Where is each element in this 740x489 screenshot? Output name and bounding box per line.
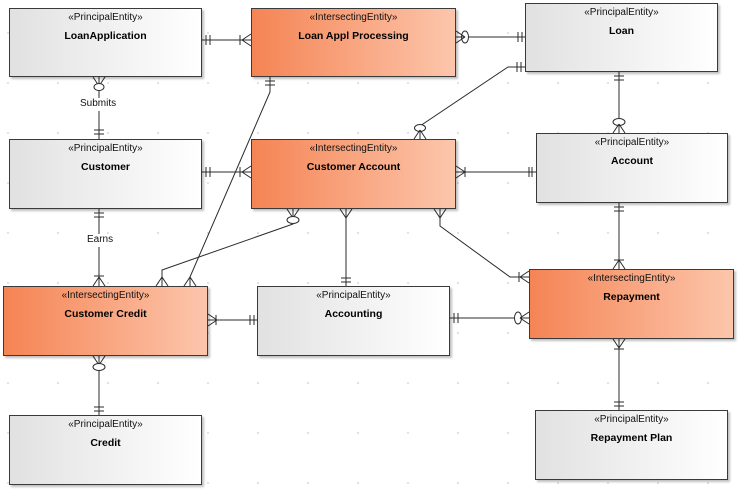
crows-foot (618, 123, 626, 134)
crows-foot (241, 165, 252, 173)
relationship-line (419, 66, 525, 139)
entity-name: Account (611, 155, 653, 167)
entity-customer[interactable]: «PrincipalEntity» Customer (9, 139, 202, 209)
entity-name: Repayment (603, 291, 660, 303)
entity-account[interactable]: «PrincipalEntity» Account (536, 133, 728, 203)
crows-foot (419, 129, 427, 140)
entity-name: LoanApplication (64, 30, 147, 42)
entity-customer-account[interactable]: «IntersectingEntity» Customer Account (251, 139, 456, 209)
entity-name: Credit (90, 437, 121, 449)
relationship-line (439, 209, 529, 278)
crows-foot (519, 311, 530, 319)
entity-name: Customer Credit (64, 308, 147, 320)
crows-foot (155, 276, 163, 287)
entity-repayment[interactable]: «IntersectingEntity» Repayment (529, 269, 734, 339)
crows-foot (339, 208, 347, 219)
crows-foot (618, 338, 626, 349)
entity-name: Loan (608, 25, 635, 37)
crows-foot (455, 171, 466, 179)
optional-circle (93, 83, 105, 91)
entity-stereotype: «IntersectingEntity» (309, 12, 398, 23)
crows-foot (519, 317, 530, 325)
crows-foot (345, 208, 353, 219)
crows-foot (241, 39, 252, 47)
crows-foot (161, 276, 169, 287)
crows-foot (439, 208, 447, 219)
entity-stereotype: «PrincipalEntity» (594, 137, 670, 148)
edge-label-submits: Submits (79, 98, 118, 110)
crows-foot (433, 208, 441, 219)
crows-foot (455, 36, 466, 44)
entity-accounting[interactable]: «PrincipalEntity» Accounting (257, 286, 450, 356)
entity-name: Customer (80, 161, 130, 173)
crows-foot (413, 129, 421, 140)
crows-foot (241, 171, 252, 179)
entity-repayment-plan[interactable]: «PrincipalEntity» Repayment Plan (535, 410, 728, 480)
entity-name: Customer Account (306, 161, 401, 173)
crows-foot (455, 30, 466, 38)
optional-circle (286, 216, 300, 224)
entity-credit[interactable]: «PrincipalEntity» Credit (9, 415, 202, 485)
entity-loan-application[interactable]: «PrincipalEntity» LoanApplication (9, 8, 202, 77)
crows-foot (612, 259, 620, 270)
optional-circle (92, 363, 106, 371)
entity-name: Accounting (324, 308, 383, 320)
entity-customer-credit[interactable]: «IntersectingEntity» Customer Credit (3, 286, 208, 356)
crows-foot (241, 33, 252, 41)
entity-loan-appl-processing[interactable]: «IntersectingEntity» Loan Appl Processin… (251, 8, 456, 77)
entity-stereotype: «PrincipalEntity» (68, 12, 143, 23)
crows-foot (618, 259, 626, 270)
crows-foot (189, 276, 197, 287)
crows-foot (92, 276, 100, 287)
entity-stereotype: «PrincipalEntity» (316, 290, 391, 301)
crows-foot (519, 276, 530, 284)
crows-foot (612, 338, 620, 349)
entity-loan[interactable]: «PrincipalEntity» Loan (525, 3, 718, 72)
entity-name: Loan Appl Processing (298, 30, 409, 42)
crows-foot (519, 270, 530, 278)
entity-stereotype: «IntersectingEntity» (61, 290, 150, 301)
relationship-line (161, 209, 294, 286)
crows-foot (455, 165, 466, 173)
entity-stereotype: «PrincipalEntity» (68, 143, 143, 154)
entity-stereotype: «PrincipalEntity» (584, 7, 659, 18)
edge-label-earns: Earns (86, 234, 115, 246)
entity-stereotype: «IntersectingEntity» (309, 143, 398, 154)
entity-stereotype: «IntersectingEntity» (587, 273, 676, 284)
crows-foot (98, 276, 106, 287)
crows-foot (612, 123, 620, 134)
crows-foot (183, 276, 191, 287)
entity-stereotype: «PrincipalEntity» (594, 414, 669, 425)
entity-name: Repayment Plan (590, 432, 673, 444)
entity-stereotype: «PrincipalEntity» (68, 419, 143, 430)
